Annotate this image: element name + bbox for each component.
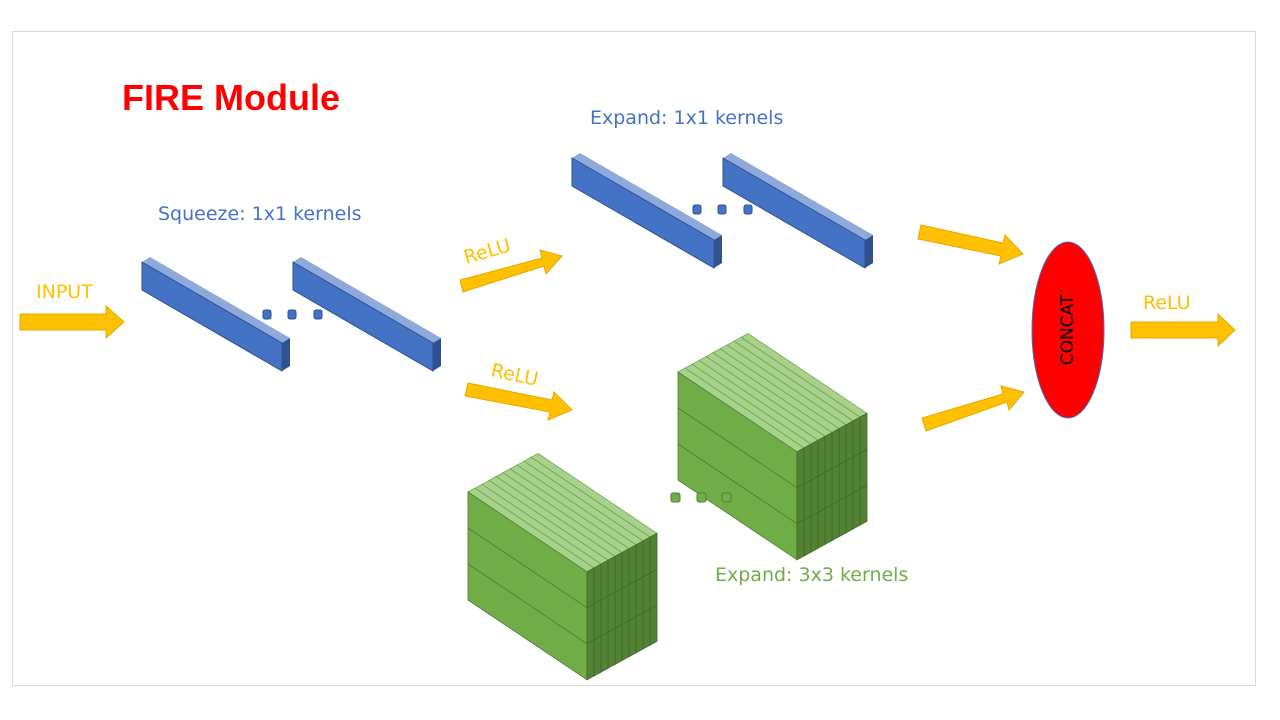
expand-1x1-label: Expand: 1x1 kernels xyxy=(590,107,783,129)
expand1-ellipsis-dots xyxy=(693,205,752,214)
concat-label: CONCAT xyxy=(1058,294,1078,365)
relu-bottom-label: ReLU xyxy=(489,359,540,390)
arrow-expand1-to-concat xyxy=(918,225,1023,264)
expand3-ellipsis-dots xyxy=(671,493,731,502)
arrow-expand3-to-concat xyxy=(922,386,1024,431)
concat-node: CONCAT xyxy=(1032,242,1104,418)
expand3-stack-back xyxy=(678,334,867,560)
squeeze-label: Squeeze: 1x1 kernels xyxy=(158,203,362,225)
page-title: FIRE Module xyxy=(122,77,340,119)
squeeze-ellipsis-dots xyxy=(263,310,322,319)
input-label: INPUT xyxy=(36,281,93,303)
expand3-stack-front xyxy=(468,454,657,680)
relu-top-label: ReLU xyxy=(461,235,513,269)
expand-3x3-label: Expand: 3x3 kernels xyxy=(715,564,908,586)
arrow-relu-bottom xyxy=(465,383,572,420)
arrow-output xyxy=(1131,314,1235,346)
arrow-input xyxy=(20,306,124,338)
output-relu-label: ReLU xyxy=(1143,292,1191,314)
